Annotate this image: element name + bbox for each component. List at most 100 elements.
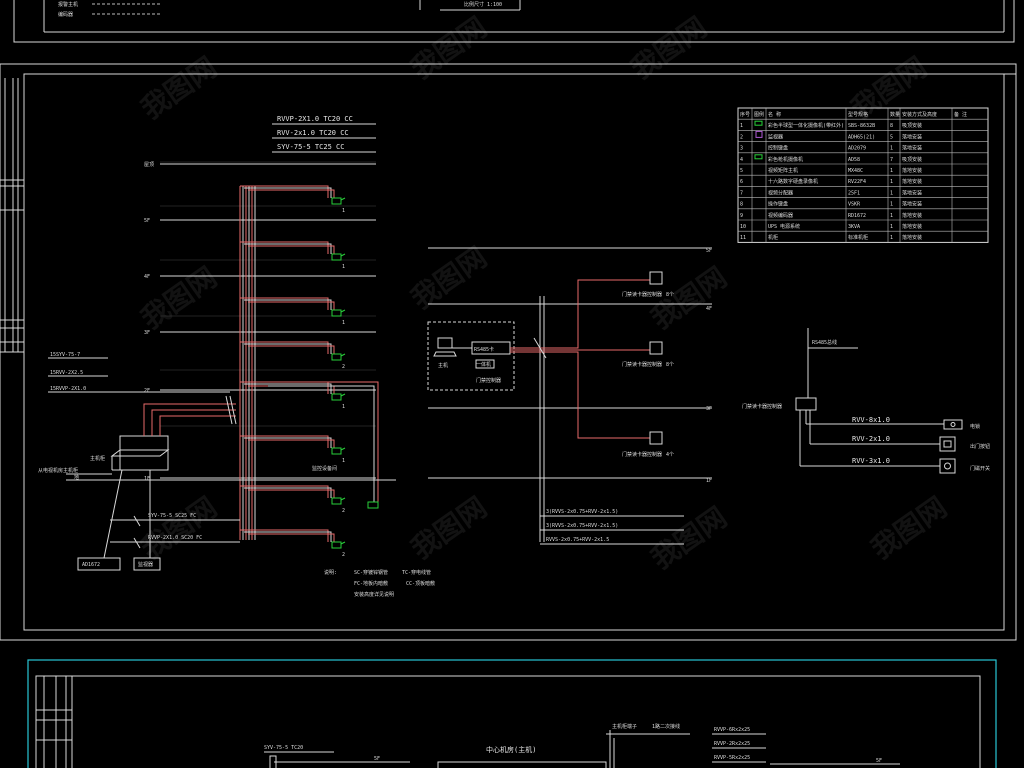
top-sheet: 报警主机 编码器 比例尺寸 1:100 — [13, 0, 1015, 43]
table-cell: 1 — [890, 202, 893, 208]
table-cell: 视频编码器 — [768, 212, 793, 219]
table-header: 备 注 — [954, 111, 967, 118]
monitor-icon — [755, 130, 763, 138]
watermark-text: 我图网 — [135, 491, 223, 566]
table-cell: 2 — [740, 134, 743, 140]
table-cell: 视频分配器 — [768, 189, 793, 196]
table-cell: 彩色枪机摄像机 — [768, 156, 803, 163]
table-cell: 操作键盘 — [768, 201, 788, 208]
bottom-cable-b: RVVP-2Rx2x25 — [714, 741, 750, 747]
device-door-sensor: 门磁开关 — [970, 465, 990, 472]
unit-count-3: 4个 — [666, 452, 674, 458]
table-cell: 9 — [740, 213, 743, 219]
table-cell: 十六路数字硬盘录像机 — [768, 178, 818, 185]
top-label-encoder: 编码器 — [58, 11, 73, 18]
table-cell: 1 — [890, 235, 893, 241]
dome-camera-icon — [331, 541, 342, 549]
watermark-text: 我图网 — [865, 491, 953, 566]
door-unit-1: 门禁读卡器控制器 — [622, 291, 662, 298]
computer-label: 一体机 — [476, 361, 491, 368]
device-exit-button: 出门按钮 — [970, 443, 990, 450]
camera-count: 1 — [342, 404, 345, 410]
table-cell: 落地安装 — [902, 201, 922, 208]
table-header: 名 称 — [768, 111, 781, 118]
center-floor-tag-2: 4F — [706, 306, 712, 312]
table-cell: 4 — [740, 157, 743, 163]
legend-notes: 说明: SC-穿镀锌钢管 TC-穿电线管 FC-地板内暗敷 CC-顶板暗敷 安装… — [324, 569, 435, 598]
ad-box-label: AD1672 — [82, 562, 100, 568]
bottom-label-a: 主机柜端子 — [612, 723, 637, 730]
left-cable-3: 15RVVP-2X1.0 — [50, 386, 86, 392]
center-cable-3: RVVS-2x0.75+RVV-2x1.5 — [546, 537, 609, 543]
unit-count-1: 8个 — [666, 292, 674, 298]
door-unit-3: 门禁读卡器控制器 — [622, 451, 662, 458]
table-cell: 11 — [740, 235, 746, 241]
note-1c: TC-穿电线管 — [402, 569, 431, 576]
floor-label: 屋顶 — [144, 162, 154, 168]
table-cell: 7 — [890, 157, 893, 163]
table-cell: 控制键盘 — [768, 145, 788, 152]
main-sheet-frame — [0, 63, 1017, 641]
floor-label: 3F — [144, 330, 150, 336]
note-2c: CC-顶板暗敷 — [406, 580, 435, 587]
table-cell: MX48C — [848, 168, 863, 174]
table-cell: 1 — [890, 190, 893, 196]
table-cell: 落地安装 — [902, 212, 922, 219]
riser-cable-labels: RVVP-2X1.0 TC20 CC RVV-2x1.0 TC20 CC SYV… — [272, 115, 376, 153]
table-cell: 7 — [740, 190, 743, 196]
monitor-room-label: 监控设备间 — [312, 465, 337, 472]
left-cable-1: 15SYV-75-7 — [50, 352, 80, 358]
detail-cable-1: RVV-8x1.0 — [852, 416, 890, 424]
table-cell: 机柜 — [768, 234, 778, 241]
dome-camera-icon — [331, 393, 342, 401]
note-1a: 说明: — [324, 569, 337, 576]
dome-camera-icon — [331, 309, 342, 317]
bottom-cable-1: SYV-75-5 SC25 FC — [148, 513, 196, 519]
dome-camera-icon — [331, 197, 342, 205]
table-cell: 落地安装 — [902, 167, 922, 174]
floor-label: 5F — [144, 218, 150, 224]
table-cell: 落地安装 — [902, 145, 922, 152]
note-2b: FC-地板内暗敷 — [354, 580, 388, 587]
floor-label: 1F — [144, 476, 150, 482]
table-cell: 监视器 — [768, 133, 783, 140]
table-cell: 3KVA — [848, 224, 860, 230]
table-cell: ADH65(21) — [848, 134, 875, 140]
access-control-center: 5F 4F 3F 1F RS485卡 主机 一体机 门禁控制器 门禁读卡器控制器… — [427, 247, 712, 545]
camera-count: 2 — [342, 508, 345, 514]
door-controller-detail: RS485总线 门禁读卡器控制器 RVV-8x1.0 RVV-2x1.0 RVV… — [742, 328, 990, 474]
table-header: 图例 — [754, 111, 764, 118]
floor-label: 4F — [144, 274, 150, 280]
table-header: 数量 — [890, 111, 900, 118]
dome-camera-icon — [331, 353, 342, 361]
table-cell: 落地安装 — [902, 178, 922, 185]
camera-count: 1 — [342, 208, 345, 214]
center-floor-tag-1: 5F — [706, 248, 712, 254]
table-cell: 1 — [890, 213, 893, 219]
bottom-sheet-cable: SYV-75-5 TC20 — [264, 745, 303, 751]
riser-cable-1: RVVP-2X1.0 TC20 CC — [277, 115, 353, 123]
watermark-text: 我图网 — [645, 501, 733, 576]
monitor-box-label: 监视器 — [138, 561, 153, 568]
detail-cable-3: RVV-3x1.0 — [852, 457, 890, 465]
table-cell: 彩色半球型一体化摄像机(带红外) — [768, 122, 844, 129]
rs485-card-label: RS485卡 — [474, 346, 494, 353]
riser-cable-3: SYV-75-5 TC25 CC — [277, 143, 344, 151]
table-header: 安装方式及高度 — [902, 111, 937, 118]
table-cell: AD2079 — [848, 146, 866, 152]
bottom-cable-a: RVVP-6Rx2x25 — [714, 727, 750, 733]
table-cell: 落地安装 — [902, 133, 922, 140]
camera-icon — [754, 154, 763, 160]
table-cell: 6 — [740, 179, 743, 185]
bottom-floor-a: 5F — [374, 756, 380, 762]
table-cell: 25F1 — [848, 190, 860, 196]
main-cabinet: 主机柜 从电视机房主机柜 地 监控设备间 AD1672 监视器 SYV-75-5… — [38, 395, 396, 571]
bottom-cable-2: RVVP-2X1.0 SC20 FC — [148, 535, 202, 541]
table-cell: 1 — [890, 146, 893, 152]
bottom-cable-c: RVVP-5Rx2x25 — [714, 755, 750, 761]
ground-label: 地 — [74, 474, 79, 481]
camera-count: 1 — [342, 320, 345, 326]
position-note: 从电视机房主机柜 — [38, 467, 78, 474]
